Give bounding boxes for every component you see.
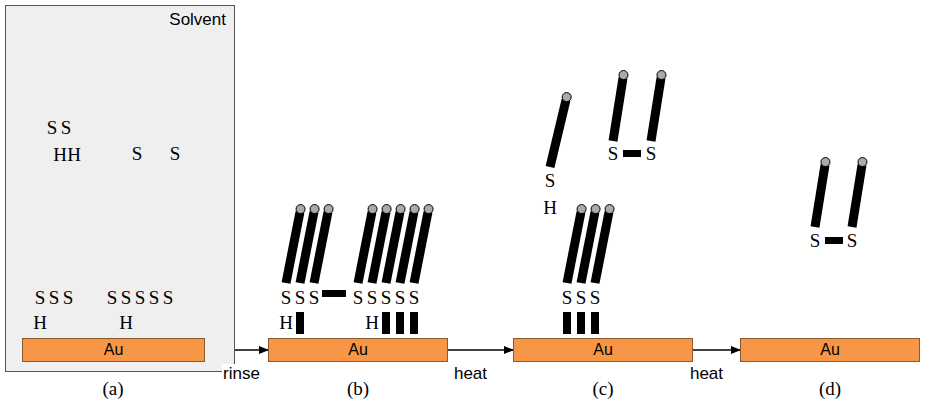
gold-substrate: Au bbox=[740, 338, 920, 362]
alkyl-chain bbox=[550, 100, 566, 167]
end-group bbox=[657, 71, 666, 80]
atom-label: S bbox=[353, 288, 364, 307]
disulfide-linker bbox=[825, 237, 843, 244]
panel-label: (b) bbox=[347, 379, 369, 398]
atom-label: H bbox=[543, 198, 557, 217]
gold-thiolate-block bbox=[410, 312, 418, 334]
step-label: rinse bbox=[222, 364, 261, 384]
end-group bbox=[324, 205, 333, 214]
gold-substrate: Au bbox=[268, 338, 448, 362]
gold-thiolate-block bbox=[382, 312, 390, 334]
end-group bbox=[424, 205, 433, 214]
end-group bbox=[368, 205, 377, 214]
gold-thiolate-block bbox=[591, 312, 599, 334]
end-group bbox=[858, 158, 867, 167]
atom-label: S bbox=[590, 288, 601, 307]
end-group bbox=[821, 158, 830, 167]
end-group bbox=[382, 205, 391, 214]
alkyl-chain bbox=[651, 78, 661, 141]
process-arrow bbox=[448, 349, 513, 351]
atom-label: S bbox=[295, 288, 306, 307]
process-arrow bbox=[235, 349, 268, 351]
atom-label: S bbox=[163, 288, 174, 307]
atom-label: H bbox=[119, 313, 133, 332]
atom-label: H bbox=[279, 313, 293, 332]
atom-label: S bbox=[381, 288, 392, 307]
atom-label: S bbox=[61, 118, 72, 137]
process-arrow bbox=[693, 349, 740, 351]
alkyl-chain bbox=[595, 212, 609, 283]
atom-label: H bbox=[53, 145, 67, 164]
gold-thiolate-block bbox=[396, 312, 404, 334]
alkyl-chain bbox=[852, 165, 862, 227]
step-label: heat bbox=[689, 364, 724, 384]
atom-label: S bbox=[35, 288, 46, 307]
atom-label: S bbox=[170, 144, 181, 163]
disulfide-linker bbox=[322, 290, 346, 297]
atom-label: H bbox=[67, 145, 81, 164]
end-group bbox=[562, 93, 571, 102]
solvent-label: Solvent bbox=[169, 10, 226, 30]
end-group bbox=[605, 205, 614, 214]
atom-label: S bbox=[107, 288, 118, 307]
atom-label: S bbox=[395, 288, 406, 307]
gold-thiolate-block bbox=[296, 312, 304, 334]
atom-label: H bbox=[33, 313, 47, 332]
atom-label: S bbox=[847, 231, 858, 250]
panel-label: (a) bbox=[102, 379, 123, 398]
panel-label: (d) bbox=[819, 379, 841, 398]
atom-label: S bbox=[367, 288, 378, 307]
step-label: heat bbox=[453, 364, 488, 384]
alkyl-chain bbox=[815, 165, 825, 227]
atom-label: S bbox=[309, 288, 320, 307]
end-group bbox=[310, 205, 319, 214]
end-group bbox=[296, 205, 305, 214]
atom-label: S bbox=[608, 144, 619, 163]
alkyl-chain bbox=[613, 78, 623, 141]
end-group bbox=[577, 205, 586, 214]
atom-label: S bbox=[63, 288, 74, 307]
atom-label: S bbox=[132, 144, 143, 163]
atom-label: S bbox=[545, 171, 556, 190]
end-group bbox=[396, 205, 405, 214]
atom-label: S bbox=[281, 288, 292, 307]
atom-label: S bbox=[409, 288, 420, 307]
atom-label: H bbox=[365, 313, 379, 332]
atom-label: S bbox=[47, 118, 58, 137]
end-group bbox=[591, 205, 600, 214]
atom-label: S bbox=[135, 288, 146, 307]
alkyl-chain bbox=[314, 212, 328, 283]
atom-label: S bbox=[49, 288, 60, 307]
gold-thiolate-block bbox=[563, 312, 571, 334]
disulfide-linker bbox=[623, 150, 641, 157]
gold-substrate: Au bbox=[22, 338, 205, 362]
atom-label: S bbox=[149, 288, 160, 307]
end-group bbox=[619, 71, 628, 80]
alkyl-chain bbox=[414, 212, 428, 283]
atom-label: S bbox=[576, 288, 587, 307]
end-group bbox=[410, 205, 419, 214]
substrate-label: Au bbox=[104, 341, 124, 359]
substrate-label: Au bbox=[593, 341, 613, 359]
substrate-label: Au bbox=[348, 341, 368, 359]
gold-thiolate-block bbox=[577, 312, 585, 334]
panel-label: (c) bbox=[592, 379, 613, 398]
gold-substrate: Au bbox=[513, 338, 693, 362]
atom-label: S bbox=[562, 288, 573, 307]
atom-label: S bbox=[810, 231, 821, 250]
atom-label: S bbox=[646, 144, 657, 163]
atom-label: S bbox=[121, 288, 132, 307]
substrate-label: Au bbox=[820, 341, 840, 359]
